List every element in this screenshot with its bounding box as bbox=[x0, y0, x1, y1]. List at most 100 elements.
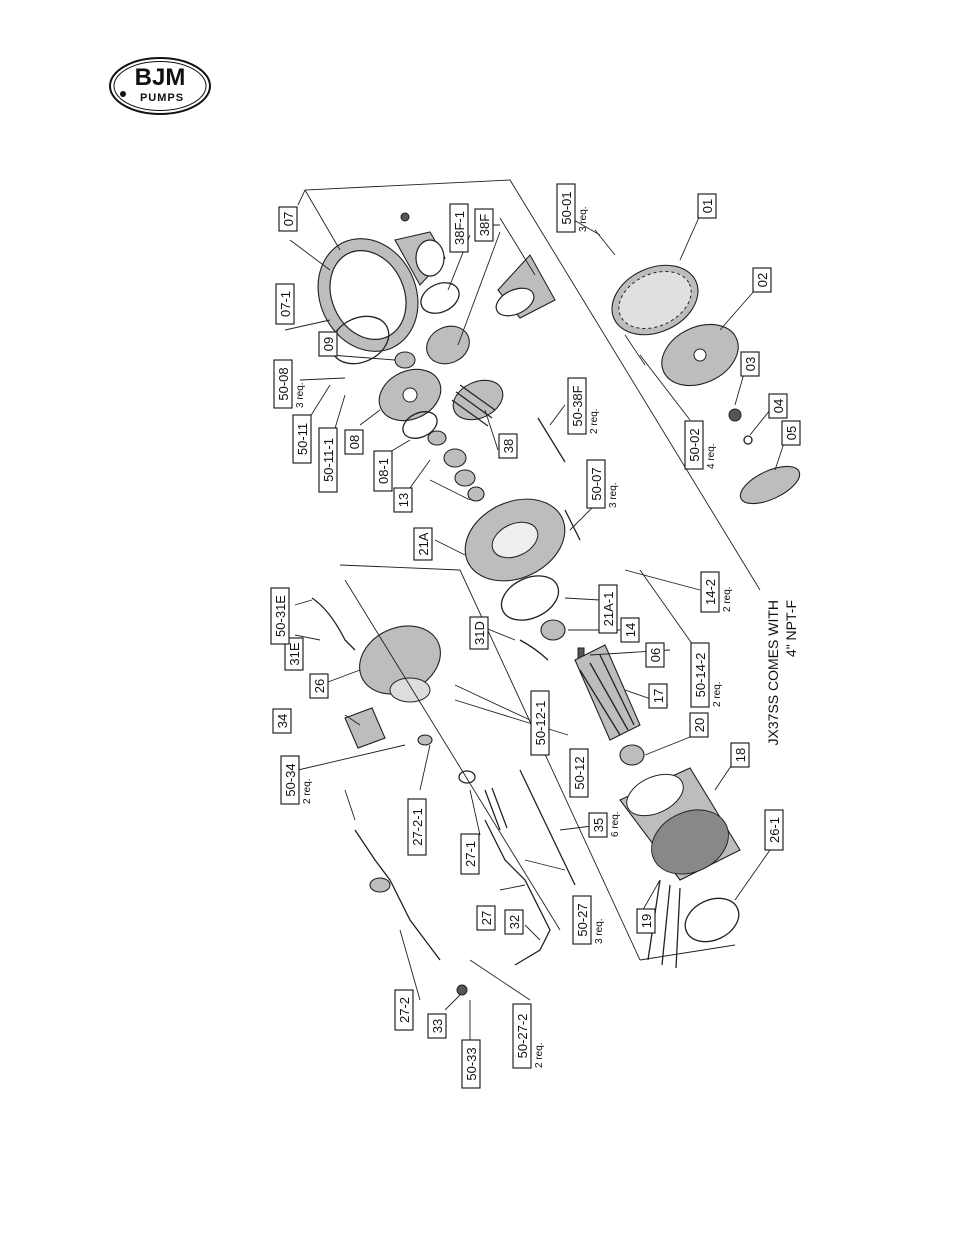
part-label-04: 04 bbox=[768, 393, 788, 419]
part-label-text: 50-34 bbox=[283, 763, 298, 796]
oring-part-38f-1 bbox=[420, 282, 460, 314]
part-label-text: 50-02 bbox=[687, 428, 702, 461]
part-label-box bbox=[309, 673, 329, 699]
wire-part-31d bbox=[519, 639, 549, 661]
part-label-box bbox=[697, 193, 717, 219]
volute-part-07 bbox=[317, 212, 446, 352]
part-label-text: 27-1 bbox=[463, 841, 478, 867]
part-label-text: 03 bbox=[743, 357, 758, 371]
part-label-text: 05 bbox=[784, 426, 799, 440]
part-label-box bbox=[427, 1013, 447, 1039]
part-label-50-11-1: 50-11-1 bbox=[318, 427, 338, 493]
threaded-part-38 bbox=[451, 379, 504, 427]
part-label-text: 50-08 bbox=[276, 367, 291, 400]
part-label-38f-1: 38F-1 bbox=[449, 203, 469, 253]
part-label-text: 09 bbox=[321, 337, 336, 351]
oring-part-27-1 bbox=[458, 770, 476, 784]
part-label-38f: 38F bbox=[474, 208, 494, 242]
part-label-text: 13 bbox=[396, 493, 411, 507]
part-label-text: 50-27 bbox=[575, 903, 590, 936]
oring-part-08-1 bbox=[402, 411, 438, 439]
part-label-box bbox=[567, 377, 587, 435]
part-label-box bbox=[588, 812, 608, 838]
part-label-box bbox=[648, 683, 668, 709]
part-label-27-1: 27-1 bbox=[460, 833, 480, 875]
part-label-box bbox=[569, 748, 589, 798]
part-label-27: 27 bbox=[476, 905, 496, 931]
oring-part-21a-1 bbox=[500, 575, 560, 621]
rotor-part-17 bbox=[574, 644, 641, 741]
part-label-text: 50-14-2 bbox=[693, 653, 708, 698]
part-label-box bbox=[781, 420, 801, 446]
part-label-text: 50-07 bbox=[589, 467, 604, 500]
part-label-text: 26-1 bbox=[767, 817, 782, 843]
part-label-qty: 2 req. bbox=[534, 1042, 545, 1068]
part-label-26: 26 bbox=[309, 673, 329, 699]
part-label-text: 50-11 bbox=[295, 423, 310, 455]
part-label-box bbox=[292, 414, 312, 464]
part-label-text: 08-1 bbox=[376, 458, 391, 484]
part-label-box bbox=[460, 833, 480, 875]
bolt-part-50-38f bbox=[537, 417, 566, 463]
part-label-text: 50-12-1 bbox=[533, 701, 548, 746]
part-label-box bbox=[280, 755, 300, 805]
part-label-qty: 2 req. bbox=[722, 586, 733, 612]
note-line-2: 4" NPT-F bbox=[783, 600, 799, 657]
bearing-part-14 bbox=[540, 619, 566, 641]
part-label-box bbox=[273, 359, 293, 409]
part-label-box bbox=[278, 206, 298, 232]
bolt-part-50-07 bbox=[564, 509, 581, 541]
part-label-20: 20 bbox=[689, 712, 709, 738]
oring-part-26-1 bbox=[684, 897, 740, 943]
part-label-text: 38F-1 bbox=[452, 211, 467, 245]
part-label-box bbox=[764, 809, 784, 851]
part-label-50-07: 50-07 3 req. bbox=[586, 459, 619, 509]
part-label-text: 27-2 bbox=[397, 997, 412, 1023]
part-label-text: 31D bbox=[472, 621, 487, 645]
part-label-text: 50-33 bbox=[464, 1047, 479, 1080]
part-label-box bbox=[620, 617, 640, 643]
part-label-text: 32 bbox=[507, 915, 522, 929]
part-label-21a: 21A bbox=[413, 527, 433, 561]
clamp-part-33 bbox=[456, 984, 468, 996]
part-label-box bbox=[498, 433, 518, 459]
part-label-text: 33 bbox=[430, 1019, 445, 1033]
bolt-part-35 bbox=[519, 769, 576, 886]
part-label-38: 38 bbox=[498, 433, 518, 459]
part-label-05: 05 bbox=[781, 420, 801, 446]
part-label-27-2-1: 27-2-1 bbox=[407, 798, 427, 856]
part-label-box bbox=[393, 487, 413, 513]
part-label-box bbox=[700, 571, 720, 613]
part-label-33: 33 bbox=[427, 1013, 447, 1039]
part-label-box bbox=[407, 798, 427, 856]
logo-text-bjm: BJM bbox=[135, 64, 186, 91]
part-label-50-12-1: 50-12-1 bbox=[530, 690, 550, 756]
part-label-text: 19 bbox=[639, 914, 654, 928]
model-note: JX37SS COMES WITH 4" NPT-F bbox=[765, 600, 799, 745]
part-label-qty: 3 req. bbox=[608, 482, 619, 508]
part-label-text: 01 bbox=[700, 199, 715, 213]
part-label-box bbox=[461, 1039, 481, 1089]
part-label-31d: 31D bbox=[469, 616, 489, 650]
part-label-box bbox=[270, 587, 290, 645]
part-label-13: 13 bbox=[393, 487, 413, 513]
part-label-text: 21A-1 bbox=[601, 592, 616, 627]
part-label-text: 50-01 bbox=[559, 191, 574, 224]
part-drawings bbox=[311, 212, 801, 996]
part-label-50-34: 50-34 2 req. bbox=[280, 755, 313, 805]
part-label-text: 38F bbox=[477, 214, 492, 236]
part-label-box bbox=[318, 331, 338, 357]
part-label-qty: 2 req. bbox=[302, 778, 313, 804]
housing-part-21a bbox=[464, 498, 566, 582]
part-label-text: 26 bbox=[312, 679, 327, 693]
part-label-text: 31E bbox=[287, 642, 302, 665]
part-label-box bbox=[474, 208, 494, 242]
part-label-19: 19 bbox=[636, 908, 656, 934]
screw-part-50-02 bbox=[624, 334, 646, 366]
